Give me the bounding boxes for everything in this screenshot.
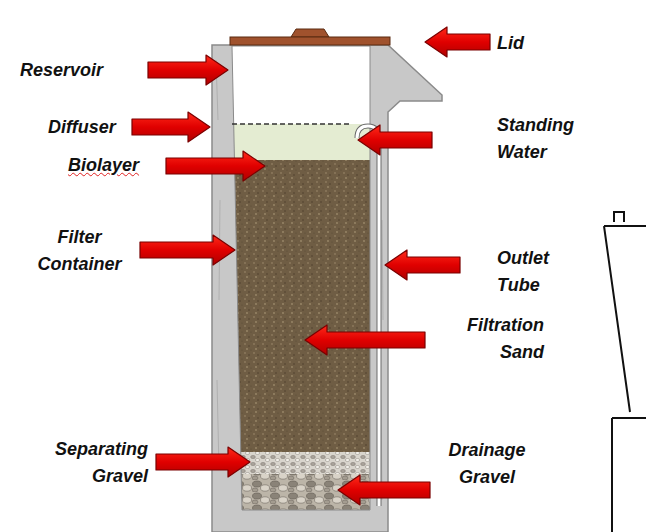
outlet-tube-outline (357, 126, 379, 506)
pointer-arrow (358, 125, 432, 155)
outlet-tube (357, 126, 379, 506)
lid-handle (291, 29, 329, 37)
pointer-arrow (305, 325, 425, 355)
diffuser-plate (232, 123, 350, 125)
part-label: Filter Container (22, 224, 137, 278)
part-label: Standing Water (497, 112, 589, 166)
container-inner-outline (232, 46, 370, 510)
reservoir-space (228, 46, 374, 124)
pointer-arrow (385, 250, 460, 280)
part-label: Separating Gravel (18, 436, 148, 490)
pointer-arrow (156, 447, 250, 477)
adjacent-figure-fragment (604, 212, 646, 532)
part-label: Filtration Sand (432, 312, 544, 366)
part-label: Outlet Tube (497, 245, 569, 299)
part-label: Drainage Gravel (434, 437, 540, 491)
pointer-arrow (166, 151, 265, 181)
part-label: Biolayer (68, 152, 139, 179)
wall-texture (216, 60, 383, 500)
filter-interior (228, 46, 374, 510)
pointer-arrow (148, 55, 228, 85)
pointer-arrows (132, 27, 490, 505)
pointer-arrow (132, 112, 210, 142)
part-label: Lid (497, 30, 524, 57)
lid-board (230, 37, 390, 45)
standing-water-layer (228, 124, 374, 160)
part-label: Reservoir (20, 57, 103, 84)
pointer-arrow (425, 27, 490, 57)
separating-gravel-layer (228, 452, 374, 474)
filtration-sand-layer (228, 160, 374, 452)
pointer-arrow (338, 475, 430, 505)
pointer-arrow (140, 235, 235, 265)
part-label: Diffuser (48, 114, 116, 141)
